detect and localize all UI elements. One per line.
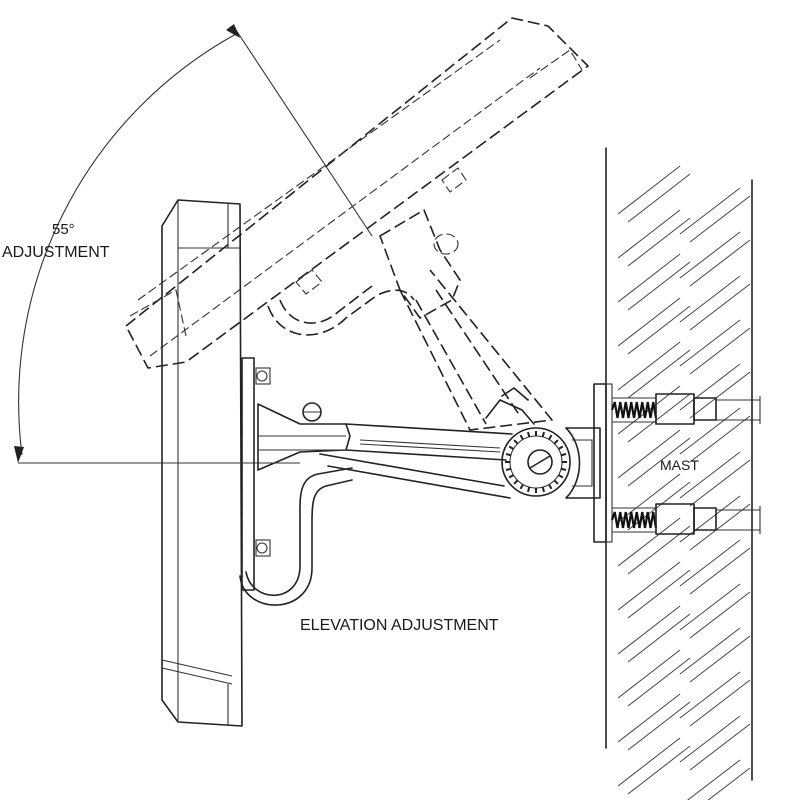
elevation-bracket: [239, 387, 535, 606]
tilted-antenna-outline: [125, 17, 589, 431]
angle-adjustment-label: ADJUSTMENT: [2, 244, 110, 261]
elevation-adjustment-label: ELEVATION ADJUSTMENT: [300, 617, 499, 634]
mast-label: MAST: [660, 457, 699, 473]
mast-hatching: [617, 165, 751, 800]
pivot-hub: [501, 383, 613, 543]
antenna-panel: [161, 199, 271, 727]
angle-value-label: 55°: [52, 221, 75, 238]
angle-dimension: [14, 24, 373, 464]
mast: [605, 147, 753, 800]
u-bolts: [610, 393, 761, 535]
